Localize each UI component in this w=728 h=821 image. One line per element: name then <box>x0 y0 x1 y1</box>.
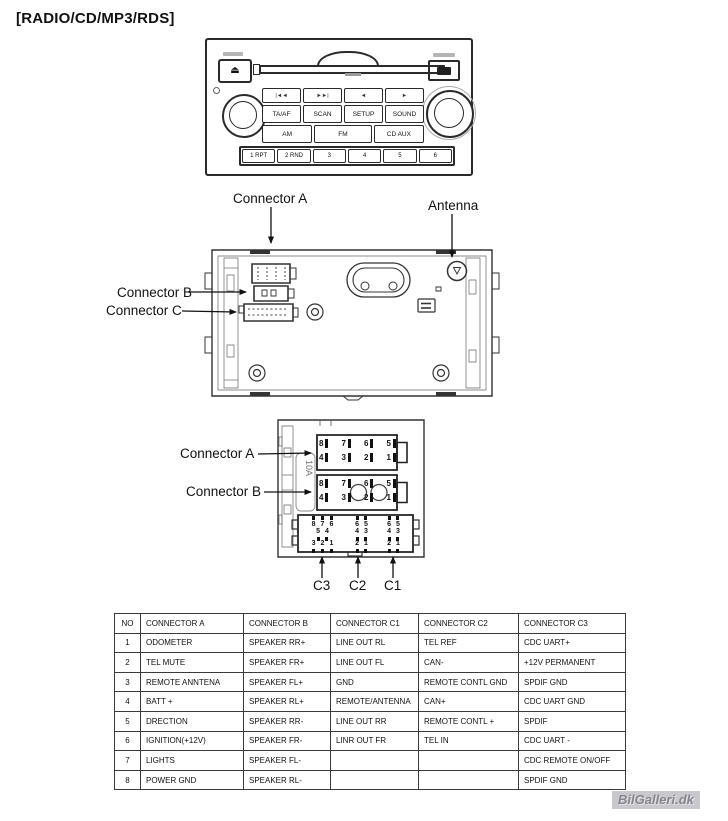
eject-icon: ⏏ <box>230 65 240 76</box>
rear-screws <box>249 304 449 381</box>
rewind-button: ◄ <box>344 88 383 103</box>
button-pad <box>437 66 451 75</box>
pin: 8 <box>319 438 329 448</box>
pin-assignment-table: NO CONNECTOR A CONNECTOR B CONNECTOR C1 … <box>114 613 626 791</box>
connector-b-pins-bottom: 4 3 2 1 <box>319 491 396 503</box>
watermark-logo: BilGalleri.dk <box>612 791 700 809</box>
rear-oval-cutout <box>347 263 410 297</box>
eject-caption-mark <box>223 52 243 56</box>
pin: 6 <box>364 478 374 488</box>
pinout-housing <box>278 420 424 557</box>
radio-front-panel: ⏏ |◄◄ ►►| ◄ ► TA/AF SCAN SETUP SOUND AM <box>205 38 476 176</box>
forward-button: ► <box>385 88 424 103</box>
function-button-row: TA/AF SCAN SETUP SOUND <box>262 105 424 123</box>
rear-connector-b-label: Connector B <box>117 285 193 300</box>
volume-knob-inner <box>229 101 257 129</box>
fm-button: FM <box>314 125 372 143</box>
arrow-pinout-a <box>258 450 312 457</box>
page-title: [RADIO/CD/MP3/RDS] <box>16 10 175 27</box>
connector-b-pins-top: 8 7 6 5 <box>319 477 396 489</box>
am-button: AM <box>262 125 313 143</box>
pin: 3 <box>342 492 351 502</box>
tune-knob <box>426 90 474 138</box>
cd-slot-mark <box>345 73 361 76</box>
table-row: 4 BATT + SPEAKER RL+ REMOTE/ANTENNA CAN+… <box>114 691 626 712</box>
table-row: 6 IGNITION(+12V) SPEAKER FR- LINR OUT FR… <box>114 730 626 752</box>
pin: 8 <box>319 478 329 488</box>
panel-screw <box>213 87 220 94</box>
table-row: 7 LIGHTS SPEAKER FL- CDC REMOTE ON/OFF <box>114 750 626 771</box>
rear-connector-a-label: Connector A <box>233 191 308 206</box>
pin: 7 <box>342 478 351 488</box>
preset-3-button: 3 <box>312 149 346 163</box>
c3-pin-group: 8 7 6 5 4 3 2 1 <box>305 516 340 553</box>
antenna-jack <box>448 262 467 281</box>
table-row: 1 ODOMETER SPEAKER RR+ LINE OUT RL TEL R… <box>114 632 626 654</box>
pinout-connector-b-label: Connector B <box>186 484 262 499</box>
seek-prev-button: |◄◄ <box>262 88 301 103</box>
cd-aux-button: CD AUX <box>373 125 424 143</box>
arrow-connector-c <box>182 308 237 315</box>
preset-1-button: 1 RPT <box>242 149 276 163</box>
seek-next-button: ►►| <box>303 88 342 103</box>
pin: 4 <box>319 492 329 502</box>
pin: 4 <box>319 452 329 462</box>
pin: 1 <box>387 452 396 462</box>
pinout-connector-a-label: Connector A <box>180 446 255 461</box>
pin: 3 <box>342 452 351 462</box>
eject-button: ⏏ <box>218 59 252 83</box>
c1-pin-group: 6 5 4 3 2 1 <box>381 516 406 553</box>
connector-a-pins-bottom: 4 3 2 1 <box>319 451 396 463</box>
col-header-connector-a: CONNECTOR A <box>140 613 244 634</box>
c1-label: C1 <box>384 578 402 593</box>
table-header-row: NO CONNECTOR A CONNECTOR B CONNECTOR C1 … <box>114 613 626 634</box>
table-row: 3 REMOTE ANNTENA SPEAKER FL+ GND REMOTE … <box>114 671 626 693</box>
pin: 2 <box>364 492 374 502</box>
rear-connector-c <box>244 304 293 321</box>
tune-knob-inner <box>434 98 464 128</box>
c2-label: C2 <box>349 578 367 593</box>
table-row: 2 TEL MUTE SPEAKER FR+ LINE OUT FL CAN- … <box>114 652 626 673</box>
scan-button: SCAN <box>303 105 342 123</box>
pin: 7 <box>342 438 351 448</box>
pin: 2 <box>364 452 374 462</box>
rear-antenna-label: Antenna <box>428 198 479 213</box>
seek-button-row: |◄◄ ►►| ◄ ► <box>262 88 424 103</box>
fuse-body <box>296 453 315 511</box>
pin: 5 <box>387 438 396 448</box>
col-header-connector-c1: CONNECTOR C1 <box>330 613 419 634</box>
rear-connector-a <box>252 264 290 283</box>
col-header-connector-c3: CONNECTOR C3 <box>518 613 626 634</box>
col-header-no: NO <box>114 613 141 634</box>
sound-button: SOUND <box>385 105 424 123</box>
pinout-drawing <box>170 415 430 605</box>
pin: 1 <box>387 492 396 502</box>
rear-view-drawing <box>100 185 520 405</box>
rear-panel-outline <box>212 250 492 396</box>
c2-pin-group: 6 5 4 3 2 1 <box>349 516 374 553</box>
volume-knob <box>222 94 266 138</box>
preset-button-row: 1 RPT 2 RND 3 4 5 6 <box>239 146 455 166</box>
col-header-connector-b: CONNECTOR B <box>243 613 331 634</box>
table-row: 5 DRECTION SPEAKER RR- LINE OUT RR REMOT… <box>114 710 626 732</box>
band-button-row: AM FM CD AUX <box>262 125 424 143</box>
c3-label: C3 <box>313 578 331 593</box>
small-dark-button <box>428 60 460 81</box>
rear-connector-c-label: Connector C <box>106 303 182 318</box>
col-header-connector-c2: CONNECTOR C2 <box>418 613 519 634</box>
preset-2-button: 2 RND <box>277 149 311 163</box>
preset-5-button: 5 <box>383 149 417 163</box>
preset-6-button: 6 <box>418 149 452 163</box>
pin: 6 <box>364 438 374 448</box>
pin: 5 <box>387 478 396 488</box>
table-row: 8 POWER GND SPEAKER RL- SPDIF GND <box>114 769 626 791</box>
setup-button: SETUP <box>344 105 383 123</box>
aux-caption-mark <box>433 53 455 57</box>
connector-a-pins-top: 8 7 6 5 <box>319 437 396 449</box>
ta-af-button: TA/AF <box>262 105 301 123</box>
preset-4-button: 4 <box>347 149 382 163</box>
